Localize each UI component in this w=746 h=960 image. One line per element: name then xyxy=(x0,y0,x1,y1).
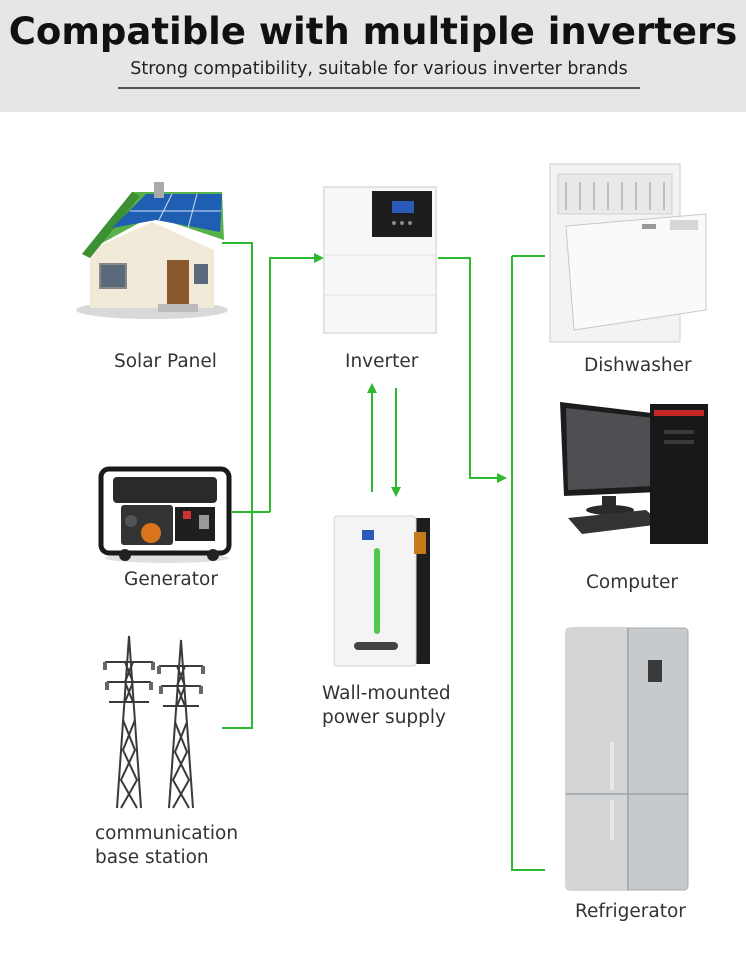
computer-illustration xyxy=(560,402,708,544)
label-generator: Generator xyxy=(124,569,218,590)
label-computer: Computer xyxy=(586,572,678,593)
inverter-illustration xyxy=(323,186,437,334)
subtitle-underline xyxy=(118,87,640,89)
page-subtitle: Strong compatibility, suitable for vario… xyxy=(130,59,628,79)
transmission-towers-illustration xyxy=(103,635,205,809)
wall-battery-illustration xyxy=(333,515,430,667)
bus-to-inverter xyxy=(269,253,324,512)
generator-illustration xyxy=(98,466,232,563)
header-banner: Compatible with multiple inverters Stron… xyxy=(0,0,746,112)
label-wall-mounted-line1: Wall-mounted xyxy=(322,683,451,704)
label-wall-mounted-line2: power supply xyxy=(322,707,446,728)
dishwasher-illustration xyxy=(549,163,707,343)
label-base-station-line1: communication xyxy=(95,823,239,844)
refrigerator-illustration xyxy=(565,627,689,891)
label-base-station-line2: base station xyxy=(95,847,209,868)
inverter-to-loads xyxy=(438,257,507,483)
loads-bus xyxy=(511,255,545,871)
solar-house-illustration xyxy=(76,182,228,319)
label-solar-panel: Solar Panel xyxy=(114,351,217,372)
solar-connector xyxy=(222,242,253,729)
label-refrigerator: Refrigerator xyxy=(575,901,686,922)
label-dishwasher: Dishwasher xyxy=(584,355,692,376)
page-title: Compatible with multiple inverters xyxy=(8,10,738,53)
label-inverter: Inverter xyxy=(345,351,419,372)
